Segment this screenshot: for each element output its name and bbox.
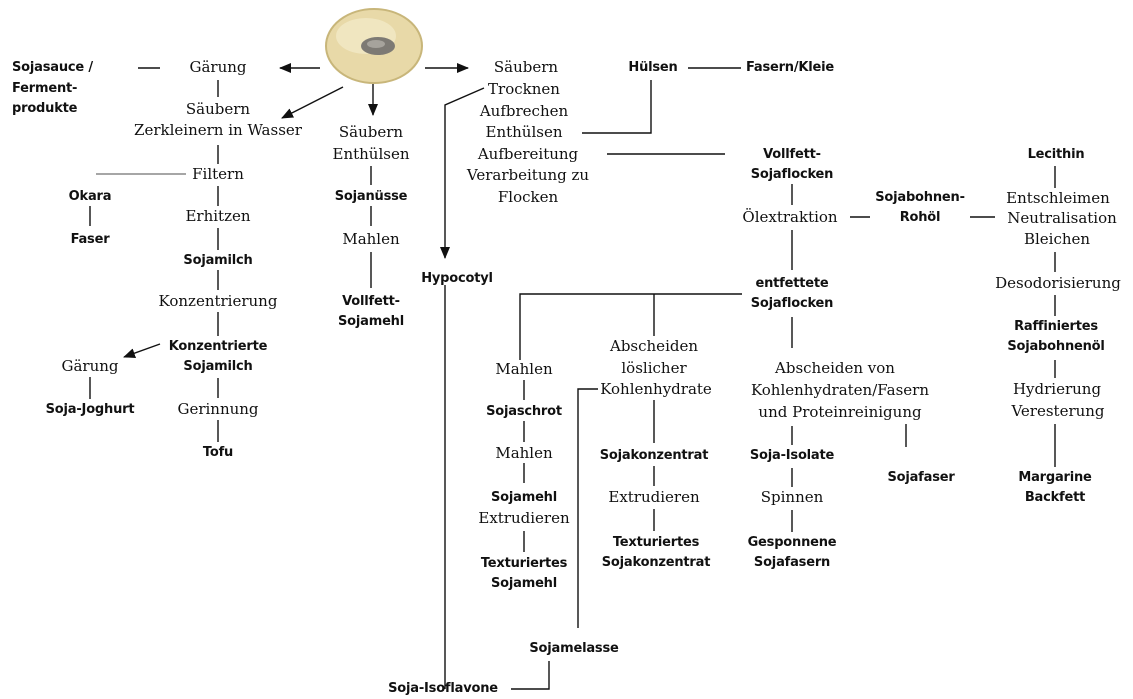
node-sojanuesse: Sojanüsse — [334, 189, 408, 204]
node-texturiertes-sojamehl-line1: Texturiertes — [480, 556, 568, 571]
node-hypocotyl: Hypocotyl — [421, 271, 493, 286]
node-spinnen: Spinnen — [760, 488, 824, 506]
node-tofu: Tofu — [202, 445, 234, 460]
node-enthuelsen-3: Enthülsen — [485, 123, 563, 141]
node-sojaschrot: Sojaschrot — [486, 404, 562, 419]
node-saeubern-3: Säubern — [493, 58, 559, 76]
node-ferment-line1: Ferment- — [12, 81, 78, 96]
node-vollfett-sojamehl-line2: Sojamehl — [338, 314, 404, 329]
node-mahlen-3: Mahlen — [495, 444, 553, 462]
node-konzentrierung: Konzentrierung — [158, 292, 278, 310]
node-filtern: Filtern — [192, 165, 244, 183]
node-sojakonzentrat: Sojakonzentrat — [599, 448, 709, 463]
node-huelsen: Hülsen — [628, 60, 678, 75]
node-fasern-kleie: Fasern/Kleie — [745, 60, 835, 75]
arrow-to-hypocotyl — [440, 87, 485, 259]
node-texturiertes-konzentrat-line1: Texturiertes — [612, 535, 700, 550]
node-backfett: Backfett — [1024, 490, 1086, 505]
arrow-konz-gaerung2 — [123, 343, 161, 358]
node-aufbrechen: Aufbrechen — [479, 102, 569, 120]
node-rohoel-line1: Sojabohnen- — [875, 190, 965, 205]
line-abscheiden-melasse — [577, 388, 598, 628]
node-sojasauce: Sojasauce / — [12, 60, 93, 75]
node-faser: Faser — [70, 232, 110, 247]
arrow-to-zerkleinern — [281, 86, 344, 119]
node-abscheiden-von-line2: Kohlenhydraten/Fasern — [750, 381, 930, 399]
line-melasse-isoflavone — [511, 661, 550, 690]
node-sojamehl: Sojamehl — [491, 490, 557, 505]
node-sojafaser: Sojafaser — [887, 470, 955, 485]
node-soja-isolate: Soja-Isolate — [749, 448, 835, 463]
node-raffiniertes-line2: Sojabohnenöl — [1007, 339, 1105, 354]
soybean-icon — [325, 8, 423, 84]
line-enthuelsen-huelsen — [582, 80, 652, 134]
node-entfettete-line1: entfettete — [755, 276, 829, 291]
node-ferment-line2: produkte — [12, 101, 78, 116]
node-texturiertes-konzentrat-line2: Sojakonzentrat — [601, 555, 711, 570]
node-abscheiden-line2: löslicher — [621, 359, 687, 377]
node-gesponnene-line1: Gesponnene — [747, 535, 837, 550]
node-mahlen-2: Mahlen — [495, 360, 553, 378]
node-trocknen: Trocknen — [488, 80, 560, 98]
node-gaerung: Gärung — [189, 58, 247, 76]
node-raffiniertes-line1: Raffiniertes — [1014, 319, 1098, 334]
node-entschleimen: Entschleimen — [1006, 189, 1110, 207]
node-abscheiden-von-line3: und Proteinreinigung — [758, 403, 922, 421]
node-gaerung-2: Gärung — [61, 357, 119, 375]
node-konzentrierte-line2: Sojamilch — [183, 359, 253, 374]
node-veresterung: Veresterung — [1011, 402, 1105, 420]
node-konzentrierte-line1: Konzentrierte — [168, 339, 268, 354]
node-abscheiden-line1: Abscheiden — [609, 337, 699, 355]
node-zerkleinern: Zerkleinern in Wasser — [134, 121, 302, 139]
node-erhitzen: Erhitzen — [185, 207, 251, 225]
node-abscheiden-line3: Kohlenhydrate — [600, 380, 712, 398]
node-hydrierung: Hydrierung — [1012, 380, 1102, 398]
node-oelextraktion: Ölextraktion — [742, 208, 838, 226]
node-vollfett-sojaflocken-line1: Vollfett- — [763, 147, 821, 162]
node-neutralisation: Neutralisation — [1007, 209, 1117, 227]
node-sojamelasse: Sojamelasse — [529, 641, 619, 656]
node-lecithin: Lecithin — [1027, 147, 1085, 162]
node-bleichen: Bleichen — [1023, 230, 1091, 248]
node-desodorisierung: Desodorisierung — [995, 274, 1121, 292]
node-gesponnene-line2: Sojafasern — [753, 555, 831, 570]
node-gerinnung: Gerinnung — [177, 400, 259, 418]
node-extrudieren-2: Extrudieren — [608, 488, 700, 506]
node-flocken: Flocken — [497, 188, 559, 206]
node-abscheiden-von-line1: Abscheiden von — [775, 359, 895, 377]
node-aufbereitung: Aufbereitung — [477, 145, 579, 163]
node-saeubern-1: Säubern — [185, 100, 251, 118]
node-okara: Okara — [68, 189, 112, 204]
node-margarine: Margarine — [1018, 470, 1092, 485]
node-mahlen-1: Mahlen — [342, 230, 400, 248]
node-vollfett-sojaflocken-line2: Sojaflocken — [750, 167, 834, 182]
node-sojamilch: Sojamilch — [183, 253, 253, 268]
node-texturiertes-sojamehl-line2: Sojamehl — [491, 576, 557, 591]
node-enthuelsen-2: Enthülsen — [332, 145, 410, 163]
node-rohoel-line2: Rohöl — [899, 210, 941, 225]
node-soja-isoflavone: Soja-Isoflavone — [388, 681, 498, 696]
node-vollfett-sojamehl-line1: Vollfett- — [342, 294, 400, 309]
node-saeubern-2: Säubern — [338, 123, 404, 141]
node-soja-joghurt: Soja-Joghurt — [45, 402, 135, 417]
node-verarbeitung: Verarbeitung zu — [466, 166, 590, 184]
node-entfettete-line2: Sojaflocken — [750, 296, 834, 311]
node-extrudieren-1: Extrudieren — [478, 509, 570, 527]
line-entfettet-mahlen — [519, 293, 742, 360]
